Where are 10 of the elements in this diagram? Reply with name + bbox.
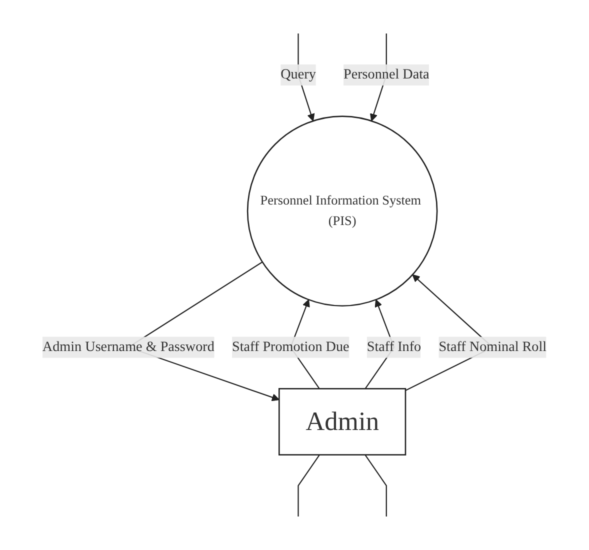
edge-label: Query xyxy=(280,66,316,82)
connector xyxy=(364,454,387,516)
connector xyxy=(298,454,320,516)
node-box: Admin xyxy=(278,388,406,456)
edge-label: Personnel Data xyxy=(344,66,430,82)
edge-label: Staff Nominal Roll xyxy=(438,339,547,354)
edge-label: Staff Info xyxy=(366,339,422,354)
edge-label: Staff Promotion Due xyxy=(232,339,350,354)
edge-label: Admin Username & Password xyxy=(42,339,214,354)
node-circle: Personnel Information System (PIS) xyxy=(246,116,438,307)
